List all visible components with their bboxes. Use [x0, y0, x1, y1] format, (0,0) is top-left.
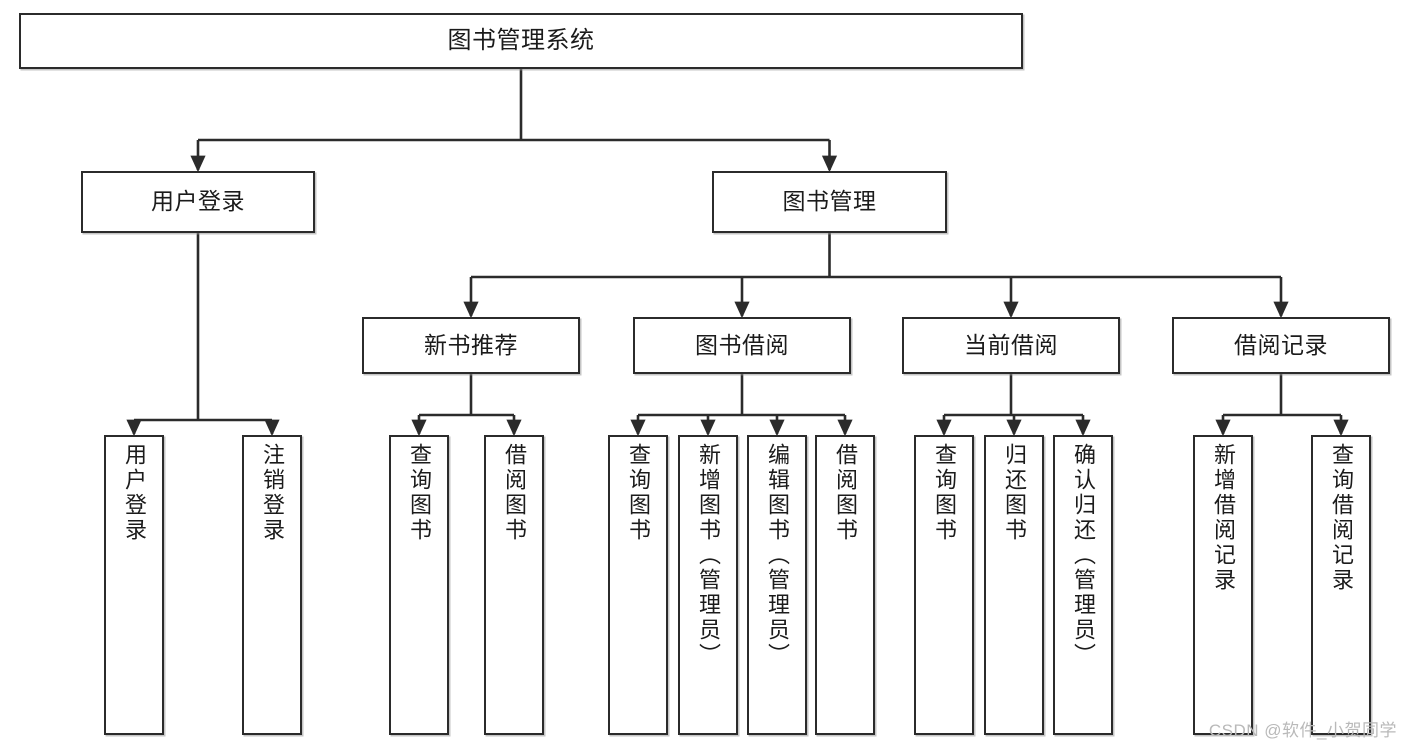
node-l1b[interactable]: 图书管理 [712, 171, 947, 233]
node-label: 借阅图书 [833, 443, 858, 543]
node-label: 借阅记录 [1234, 331, 1328, 358]
node-label: 新书推荐 [424, 331, 518, 358]
node-f6[interactable]: 新增图书（管理员） [678, 435, 738, 735]
node-label: 借阅图书 [502, 443, 527, 543]
node-label: 确认归还（管理员） [1071, 443, 1096, 668]
node-f4[interactable]: 借阅图书 [484, 435, 544, 735]
node-label: 编辑图书（管理员） [765, 443, 790, 668]
node-f11[interactable]: 确认归还（管理员） [1053, 435, 1113, 735]
node-label: 归还图书 [1002, 443, 1027, 543]
node-f5[interactable]: 查询图书 [608, 435, 668, 735]
node-label: 新增图书（管理员） [696, 443, 721, 668]
node-label: 用户登录 [151, 188, 245, 215]
node-f1[interactable]: 用户登录 [104, 435, 164, 735]
node-l1a[interactable]: 用户登录 [81, 171, 315, 233]
node-f2[interactable]: 注销登录 [242, 435, 302, 735]
node-root[interactable]: 图书管理系统 [19, 13, 1023, 69]
node-label: 图书借阅 [695, 331, 789, 358]
node-label: 图书管理系统 [447, 26, 595, 54]
node-label: 查询图书 [626, 443, 651, 543]
node-l2b[interactable]: 图书借阅 [633, 317, 851, 374]
node-label: 用户登录 [122, 443, 147, 543]
node-f10[interactable]: 归还图书 [984, 435, 1044, 735]
node-label: 新增借阅记录 [1211, 443, 1236, 593]
node-label: 当前借阅 [964, 331, 1058, 358]
node-label: 图书管理 [782, 188, 877, 215]
node-label: 查询图书 [932, 443, 957, 543]
node-l2d[interactable]: 借阅记录 [1172, 317, 1390, 374]
node-f3[interactable]: 查询图书 [389, 435, 449, 735]
node-f13[interactable]: 查询借阅记录 [1311, 435, 1371, 735]
node-l2a[interactable]: 新书推荐 [362, 317, 580, 374]
node-l2c[interactable]: 当前借阅 [902, 317, 1120, 374]
node-f8[interactable]: 借阅图书 [815, 435, 875, 735]
node-f12[interactable]: 新增借阅记录 [1193, 435, 1253, 735]
node-label: 查询图书 [407, 443, 432, 543]
node-f7[interactable]: 编辑图书（管理员） [747, 435, 807, 735]
node-f9[interactable]: 查询图书 [914, 435, 974, 735]
node-label: 查询借阅记录 [1329, 443, 1354, 593]
csdn-watermark: CSDN @软件_小贺同学 [1208, 721, 1397, 740]
node-label: 注销登录 [260, 443, 285, 543]
